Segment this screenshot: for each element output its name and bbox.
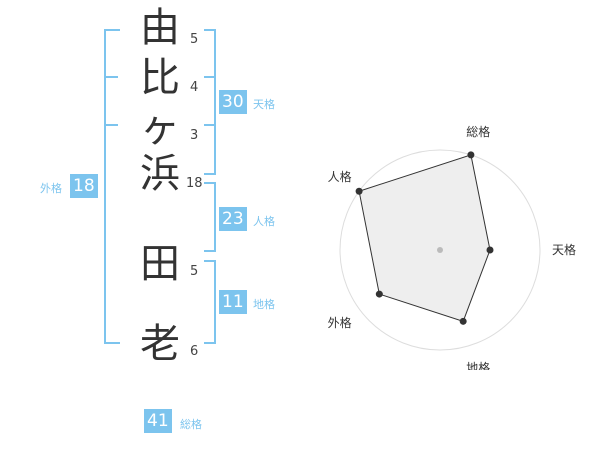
stroke-count-1: 5	[190, 32, 199, 47]
name-char-4: 浜	[140, 151, 180, 197]
radar-axis-label-5: 人格	[328, 169, 352, 184]
soukaku-value: 41	[144, 409, 172, 433]
radar-axis-label-1: 総格	[466, 124, 490, 139]
stroke-count-5: 5	[190, 264, 199, 279]
bracket-tick	[104, 76, 118, 78]
stroke-count-6: 6	[190, 344, 199, 359]
radar-center-dot	[437, 247, 443, 253]
radar-series-area	[358, 154, 491, 322]
stroke-count-4: 18	[186, 176, 203, 191]
gaikaku-bracket	[104, 29, 120, 344]
radar-point-4	[375, 290, 383, 298]
jinkaku-label: 人格	[253, 215, 275, 228]
tenkaku-bracket	[204, 29, 216, 175]
radar-point-1	[467, 151, 475, 159]
tenkaku-label: 天格	[253, 98, 275, 111]
soukaku-label: 総格	[180, 418, 202, 431]
chikaku-value: 11	[219, 290, 247, 314]
radar-point-2	[486, 246, 494, 254]
stroke-count-2: 4	[190, 80, 199, 95]
gaikaku-value: 18	[70, 174, 98, 198]
stroke-count-3: 3	[190, 128, 199, 143]
radar-point-5	[355, 187, 363, 195]
name-char-5: 田	[140, 241, 180, 287]
name-char-6: 老	[140, 321, 180, 367]
chikaku-bracket	[204, 260, 216, 344]
name-char-1: 由	[140, 5, 180, 51]
bracket-tick	[204, 124, 214, 126]
name-char-3: ヶ	[140, 105, 180, 151]
radar-axis-label-2: 天格	[552, 242, 576, 257]
radar-axis-label-4: 外格	[328, 315, 352, 330]
name-char-2: 比	[140, 55, 180, 101]
jinkaku-value: 23	[219, 207, 247, 231]
gaikaku-label: 外格	[40, 182, 62, 195]
radar-points	[355, 151, 494, 325]
radar-axis-label-3: 地格	[466, 360, 490, 370]
tenkaku-value: 30	[219, 90, 247, 114]
jinkaku-bracket	[204, 182, 216, 252]
chikaku-label: 地格	[253, 298, 275, 311]
bracket-tick	[104, 124, 118, 126]
bracket-tick	[204, 76, 214, 78]
radar-point-3	[459, 317, 467, 325]
